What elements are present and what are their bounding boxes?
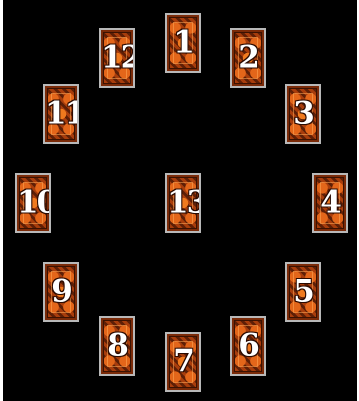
- card-number-2: 2: [232, 43, 264, 74]
- card-position-5[interactable]: 5: [285, 262, 321, 322]
- card-number-9: 9: [45, 277, 77, 308]
- card-number-3: 3: [287, 99, 319, 130]
- card-number-4: 4: [314, 188, 346, 219]
- card-number-5: 5: [287, 277, 319, 308]
- card-number-11: 11: [45, 99, 77, 130]
- card-position-2[interactable]: 2: [230, 28, 266, 88]
- card-position-10[interactable]: 10: [15, 173, 51, 233]
- card-position-11[interactable]: 11: [43, 84, 79, 144]
- card-number-6: 6: [232, 331, 264, 362]
- card-position-9[interactable]: 9: [43, 262, 79, 322]
- card-position-8[interactable]: 8: [99, 316, 135, 376]
- card-position-4[interactable]: 4: [312, 173, 348, 233]
- card-number-12: 12: [101, 43, 133, 74]
- card-number-7: 7: [167, 347, 199, 378]
- card-position-7[interactable]: 7: [165, 332, 201, 392]
- tarot-spread-board: 1 2 3 4 5 6 7 8 9 10 11: [3, 0, 357, 401]
- card-position-1[interactable]: 1: [165, 13, 201, 73]
- card-position-12[interactable]: 12: [99, 28, 135, 88]
- card-number-13: 13: [167, 188, 199, 219]
- card-number-10: 10: [17, 188, 49, 219]
- card-number-1: 1: [167, 28, 199, 59]
- card-position-13[interactable]: 13: [165, 173, 201, 233]
- card-position-6[interactable]: 6: [230, 316, 266, 376]
- card-position-3[interactable]: 3: [285, 84, 321, 144]
- card-number-8: 8: [101, 331, 133, 362]
